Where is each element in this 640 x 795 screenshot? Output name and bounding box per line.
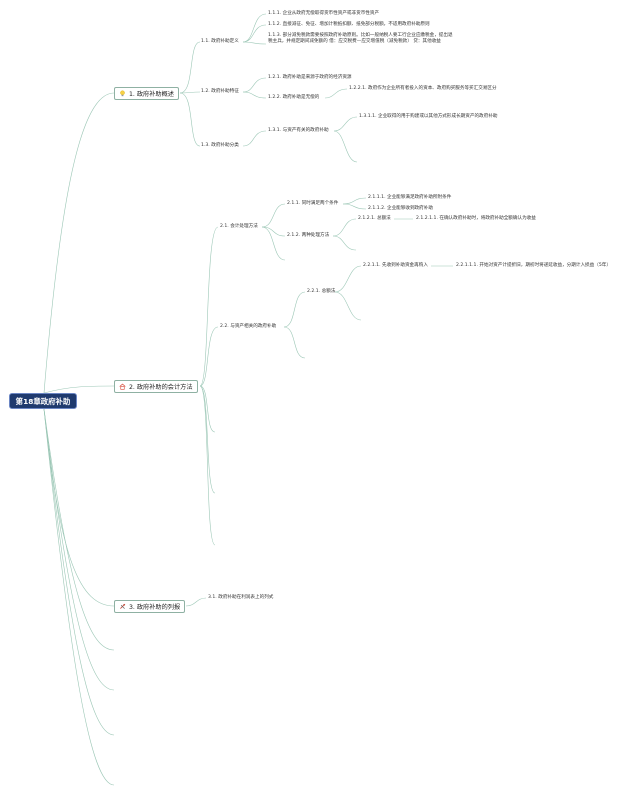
node-2-2-1[interactable]: 2.2.1. 总额法 [307,289,336,294]
node-2-1-2[interactable]: 2.1.2. 两种处理方法 [287,233,330,238]
node-1-2-2-1[interactable]: 1.2.2.1. 政府作为企业所有者投入的资本、政府购买服务等买汇交易区分 [349,86,497,91]
connector-n2_1_2-empty [332,235,357,251]
connector-n1_3_1-empty [333,130,358,163]
connector-n1_1-c2 [242,24,267,43]
connector-n1_1-c3 [242,41,267,45]
connector-n1_2-c2 [242,91,267,99]
connector-n2_2_1-c1 [334,265,362,293]
node-2-1-2-1[interactable]: 2.1.2.1. 总额法 [358,216,391,221]
connector-root-empty-2 [43,408,115,691]
connector-n2_2_1-empty [334,291,362,321]
node-2-1-1[interactable]: 2.1.1. 同时满足两个条件 [287,201,339,206]
tools-icon [119,603,126,610]
node-1-1[interactable]: 1.1. 政府补助定义 [201,39,239,44]
node-1-3-1[interactable]: 1.3.1. 与资产有关的政府补助 [268,128,329,133]
connector-n1_2-c1 [242,77,267,93]
connector-b3-n3_1 [185,597,207,607]
node-2-1[interactable]: 2.1. 会计处理方法 [220,224,258,229]
lightbulb-icon [119,90,126,97]
node-2-1-2-1-1[interactable]: 2.1.2.1.1. 在确认政府补助时，将政府补助全额确认为收益 [416,216,536,221]
node-1-1-3[interactable]: 1.1.3. 部分减免税款需要按照政府补助原则。比如一般纳税人要工行企业应缴税金… [268,33,453,44]
node-1-2[interactable]: 1.2. 政府补助特征 [201,89,239,94]
connector-n1_3-c1 [242,130,267,147]
connector-root-empty-1 [43,408,115,651]
node-1-3-1-1[interactable]: 1.3.1.1. 企业取得的用于购建或以其他方式形成长期资产的政府补助 [359,114,498,119]
connector-n1_1-c1 [242,13,267,43]
node-2-2-1-1-1[interactable]: 2.2.1.1.1. 开始对资产计提折旧，期初时将递延收益，分期计入损益（5年） [456,263,611,268]
connector-root-empty-3 [43,408,115,736]
branch-overview[interactable]: 1. 政府补助概述 [114,87,179,100]
connector-n2_1-empty [261,226,286,261]
connector-b2-n2_2 [199,326,219,387]
connector-n2_1_1-c1 [342,197,367,205]
branch-presentation[interactable]: 3. 政府补助的列报 [114,600,186,613]
connector-n2_2-empty [283,326,306,359]
node-2-2-1-1[interactable]: 2.2.1.1. 先收到补助资金再购入 [363,263,428,268]
connector-n2_2-n2_2_1 [283,291,306,328]
connector-n1_2_2-c1 [324,88,348,99]
node-2-1-1-2[interactable]: 2.1.1.2. 企业能够收到政府补助 [368,206,433,211]
connector-n2_1-n2_1_2 [261,226,286,237]
branch-accounting-method[interactable]: 2. 政府补助的会计方法 [114,380,198,393]
node-1-2-1[interactable]: 1.2.1. 政府补助是来源于政府的经济资源 [268,75,352,80]
branch-overview-label: 1. 政府补助概述 [129,91,174,98]
connector-b2-empty-1 [199,385,216,433]
node-1-2-2[interactable]: 1.2.2. 政府补助是无偿的 [268,95,320,100]
connector-n2_1_1-c2 [342,203,367,210]
connector-b1-n1_2 [179,91,201,94]
node-2-1-1-1[interactable]: 2.1.1.1. 企业能够满足政府补助所附条件 [368,195,452,200]
node-1-1-2[interactable]: 1.1.2. 直接减征、免征、增加计税抵扣额、抵免部分税额，不适用政府补助原则 [268,22,430,27]
node-3-1[interactable]: 3.1. 政府补助在利润表上的列式 [208,595,274,600]
node-2-2[interactable]: 2.2. 与资产相关的政府补助 [220,324,277,329]
branch-accounting-method-label: 2. 政府补助的会计方法 [129,384,193,391]
connector-root-b2 [43,385,115,394]
root-node[interactable]: 第18章政府补助 [9,393,77,409]
connector-root-empty-4 [43,408,115,786]
connector-b1-n1_3 [179,92,201,147]
connector-n1_3_1-c1 [333,116,358,132]
connector-n2_1-n2_1_1 [261,203,286,228]
node-1-3[interactable]: 1.3. 政府补助分类 [201,143,239,148]
connector-root-b1 [43,92,115,394]
connector-b1-n1_1 [179,41,201,94]
branch-presentation-label: 3. 政府补助的列报 [129,604,181,611]
connector-b2-empty-2 [199,385,216,494]
connector-n2_1_2-c1 [332,218,357,237]
house-icon [119,383,126,390]
connector-b2-empty-3 [199,385,216,546]
connector-b2-n2_1 [199,226,219,387]
node-1-1-1[interactable]: 1.1.1. 企业从政府无偿取得货币性资产或非货币性资产 [268,11,380,16]
